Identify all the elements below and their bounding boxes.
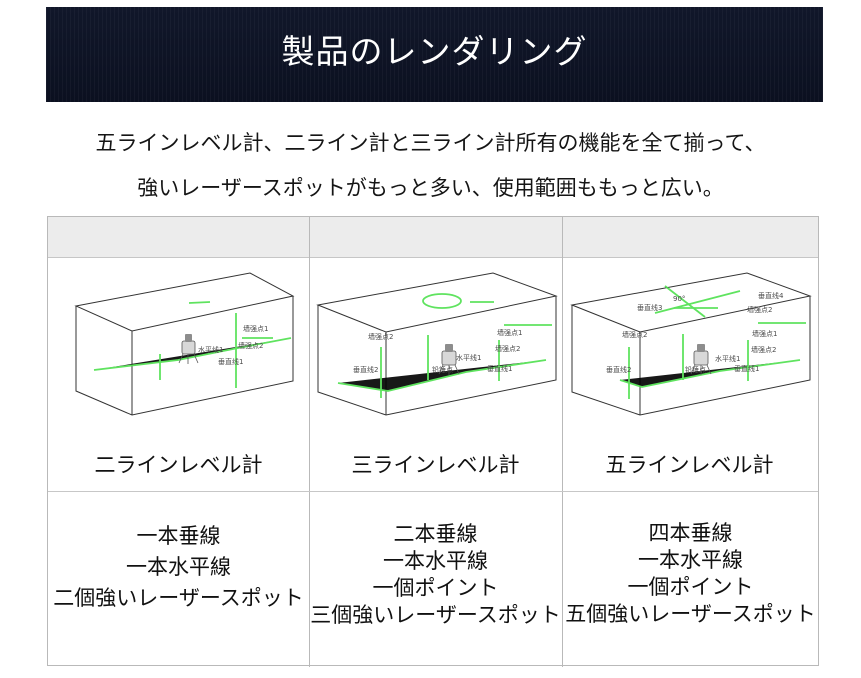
feature-item: 一本垂線: [136, 524, 221, 548]
diagram-label: 垂直线1: [218, 357, 243, 366]
two-line-feature-list: 一本垂線 一本水平線 二個強いレーザースポット: [50, 521, 307, 614]
diagram-label: 水平线1: [198, 345, 223, 354]
laser-level-icon: [178, 334, 199, 364]
diagram-label: 墙强点1: [497, 328, 522, 337]
diagram-label: 90°: [673, 295, 685, 303]
diagram-label: 墙强点1: [752, 329, 777, 338]
diagram-label: 墙强点2: [368, 332, 393, 341]
banner-title: 製品のレンダリング: [281, 32, 588, 71]
three-line-laser-diagram: 墙强点2 垂直线2 墙强点1 墙强点2 水平线1 垂直线1 铅锤点: [316, 272, 558, 416]
intro-line-2: 強いレーザースポットがもっと多い、使用範囲ももっと広い。: [137, 176, 724, 200]
laser-level-icon: [438, 344, 460, 375]
diagram-label: 水平线1: [715, 354, 740, 363]
feature-item: 四本垂線: [648, 521, 733, 545]
three-line-feature-list: 二本垂線 一本水平線 一個ポイント 三個強いレーザースポット: [310, 521, 561, 629]
header-cell-3: [562, 217, 818, 258]
feature-item: 二個強いレーザースポット: [53, 586, 304, 610]
three-line-level-label: 三ラインレベル計: [351, 453, 520, 477]
feature-item: 一本水平線: [383, 549, 488, 573]
diagram-label: 垂直线2: [606, 365, 631, 374]
diagram-label: 垂直线1: [734, 364, 759, 373]
feature-item: 五個強いレーザースポット: [565, 602, 816, 626]
diagram-label: 铅锤点: [685, 365, 706, 374]
header-cell-1: [48, 217, 309, 258]
header-cell-2: [309, 217, 562, 258]
feature-item: 三個強いレーザースポット: [310, 603, 561, 627]
diagram-label: 垂直线4: [758, 291, 784, 300]
five-line-feature-list: 四本垂線 一本水平線 一個ポイント 五個強いレーザースポット: [563, 520, 818, 628]
five-line-level-label: 五ラインレベル計: [605, 453, 774, 477]
diagram-label: 墙强点2: [238, 341, 263, 350]
diagram-label: 垂直线2: [353, 365, 378, 374]
title-banner: 製品のレンダリング: [46, 7, 823, 102]
two-line-laser-diagram: 墙强点1 墙强点2 水平线1 垂直线1: [74, 272, 295, 416]
feature-item: 一個ポイント: [627, 575, 754, 599]
diagram-label: 垂直线1: [487, 364, 512, 373]
diagram-label: 墙强点2: [751, 345, 776, 354]
diagram-label: 水平线1: [456, 353, 481, 362]
diagram-label: 垂直线3: [637, 303, 662, 312]
two-line-level-label: 二ラインレベル計: [94, 453, 263, 477]
diagram-label: 墙强点2: [495, 344, 520, 353]
five-line-laser-diagram: 90° 垂直线3 垂直线4 墙强点2 墙强点2 墙强点1 垂直线2 水平线1 墙…: [570, 272, 812, 416]
feature-item: 一本水平線: [638, 548, 743, 572]
row-divider: [48, 491, 818, 492]
diagram-label: 铅锤点: [432, 365, 453, 374]
diagram-label: 墙强点2: [622, 330, 647, 339]
feature-item: 一個ポイント: [372, 576, 499, 600]
diagram-label: 墙强点1: [243, 324, 268, 333]
diagram-label: 墙强点2: [747, 305, 772, 314]
intro-line-1: 五ラインレベル計、二ライン計と三ライン計所有の機能を全て揃って、: [95, 131, 766, 155]
laser-level-icon: [690, 344, 712, 375]
comparison-table: 墙强点1 墙强点2 水平线1 垂直线1 墙强点2 垂直线2 墙强点1 墙强点2: [47, 216, 819, 667]
column-divider-2: [562, 217, 563, 667]
column-divider-1: [309, 217, 310, 667]
feature-item: 一本水平線: [126, 555, 231, 579]
feature-item: 二本垂線: [393, 522, 478, 546]
